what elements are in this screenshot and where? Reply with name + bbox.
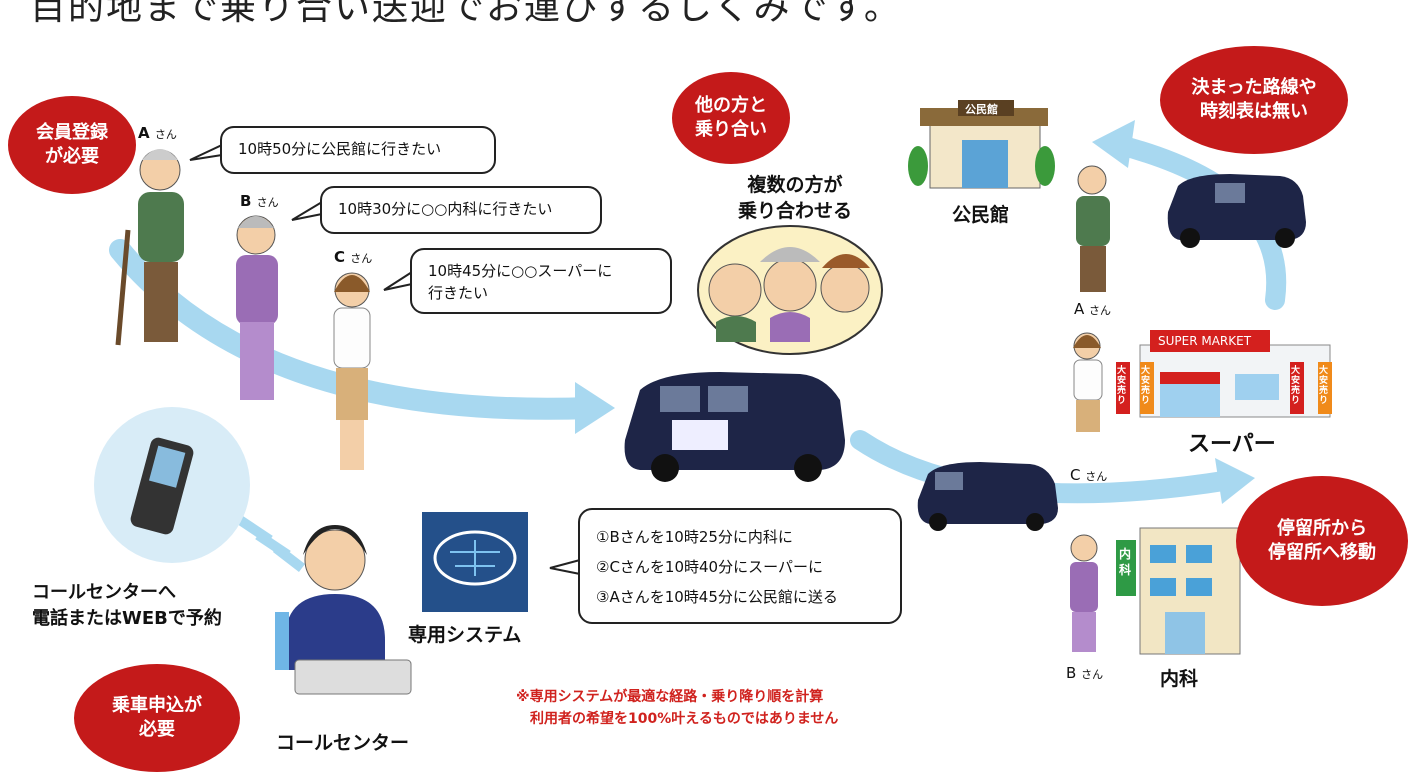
call-center-instruction: コールセンターへ 電話またはWEBで予約 [32, 580, 222, 632]
system-note: ※専用システムが最適な経路・乗り降り順を計算 利用者の希望を100%叶えるもので… [516, 686, 838, 730]
person-a-dest-tag: A さん [1074, 300, 1111, 318]
person-a-dest [1076, 165, 1110, 292]
taxi-large [624, 372, 845, 482]
person-c-tag: C さん [334, 248, 372, 266]
person-b-dest-name: B [1066, 664, 1077, 682]
community-center-label: 公民館 [952, 204, 1010, 226]
person-c-dest-tag: C さん [1070, 466, 1107, 484]
sale-flag-4: 大安売り [1319, 366, 1329, 406]
rideshare-line2: 乗り合わせる [738, 200, 853, 222]
sale-flag-1: 大安売り [1117, 366, 1127, 406]
taxi-top-right [1167, 174, 1306, 248]
taxi-small [917, 462, 1058, 531]
request-bubble-a: 10時50分に公民館に行きたい [220, 126, 496, 174]
route-arrowhead-taxi [575, 382, 615, 434]
schedule-item-2: ②Cさんを10時40分にスーパーに [596, 558, 823, 576]
callout-ride-application: 乗車申込が 必要 [74, 664, 240, 772]
system-label: 専用システム [408, 624, 522, 646]
person-a-suffix: さん [154, 128, 177, 141]
person-c-name: C [334, 248, 346, 266]
person-a-figure [115, 149, 184, 346]
call-center-operator [275, 525, 412, 695]
rideshare-line1: 複数の方が [747, 174, 843, 196]
person-b-dest-tag: B さん [1066, 664, 1103, 682]
person-b-dest [1070, 534, 1098, 652]
person-c-suffix: さん [350, 252, 373, 265]
clinic-label: 内科 [1160, 668, 1199, 690]
person-a-name: A [138, 124, 150, 142]
community-center-sign: 公民館 [965, 103, 998, 116]
schedule-item-3: ③Aさんを10時45分に公民館に送る [596, 588, 838, 606]
request-bubble-b: 10時30分に○○内科に行きたい [320, 186, 602, 234]
callout-no-fixed-route: 決まった路線や 時刻表は無い [1160, 46, 1348, 154]
system-note-line1: ※専用システムが最適な経路・乗り降り順を計算 [516, 689, 824, 705]
person-c-dest-name: C [1070, 466, 1081, 484]
person-b-dest-suffix: さん [1081, 668, 1104, 681]
supermarket-sign: SUPER MARKET [1158, 334, 1252, 348]
phone-signal [237, 515, 306, 572]
rideshare-label: 複数の方が 乗り合わせる [738, 172, 852, 224]
system-note-line2: 利用者の希望を100%叶えるものではありません [530, 711, 839, 727]
system-computer-icon [422, 512, 528, 612]
call-center-instruction-line1: コールセンターへ [32, 582, 176, 603]
request-a-text: 10時50分に公民館に行きたい [238, 140, 442, 158]
community-center-building [908, 100, 1055, 189]
person-b-suffix: さん [256, 196, 279, 209]
callout-member-registration: 会員登録 が必要 [8, 96, 136, 194]
schedule-bubble: ①Bさんを10時25分に内科に ②Cさんを10時40分にスーパーに ③Aさんを1… [578, 508, 902, 624]
call-center-instruction-line2: 電話またはWEBで予約 [32, 608, 222, 629]
request-c-line2: 行きたい [428, 284, 489, 302]
person-c-dest [1073, 332, 1103, 432]
route-arrowhead-stops [1215, 458, 1255, 504]
request-bubble-c: 10時45分に○○スーパーに 行きたい [410, 248, 672, 314]
request-c-line1: 10時45分に○○スーパーに [428, 262, 613, 280]
person-c-figure [333, 272, 371, 470]
person-a-dest-name: A [1074, 300, 1085, 318]
clinic-building [1116, 527, 1241, 655]
schedule-item-1: ①Bさんを10時25分に内科に [596, 528, 793, 546]
supermarket-building [1116, 330, 1332, 418]
clinic-sign: 内科 [1119, 547, 1132, 577]
sale-flag-3: 大安売り [1291, 366, 1301, 406]
person-c-dest-suffix: さん [1085, 470, 1108, 483]
person-b-tag: B さん [240, 192, 279, 210]
person-b-figure [236, 215, 278, 400]
call-center-label: コールセンター [276, 732, 410, 754]
sale-flag-2: 大安売り [1141, 366, 1151, 406]
callout-share-ride: 他の方と 乗り合い [672, 72, 790, 164]
request-b-text: 10時30分に○○内科に行きたい [338, 200, 553, 218]
supermarket-label: スーパー [1188, 432, 1276, 457]
person-b-name: B [240, 192, 252, 210]
person-a-dest-suffix: さん [1089, 304, 1112, 317]
page-headline: 目的地まで乗り合い送迎でお運びするしくみです。 [30, 0, 902, 28]
person-a-tag: A さん [138, 124, 177, 142]
callout-stop-to-stop: 停留所から 停留所へ移動 [1236, 476, 1408, 606]
route-arrowhead-center [1092, 120, 1135, 168]
